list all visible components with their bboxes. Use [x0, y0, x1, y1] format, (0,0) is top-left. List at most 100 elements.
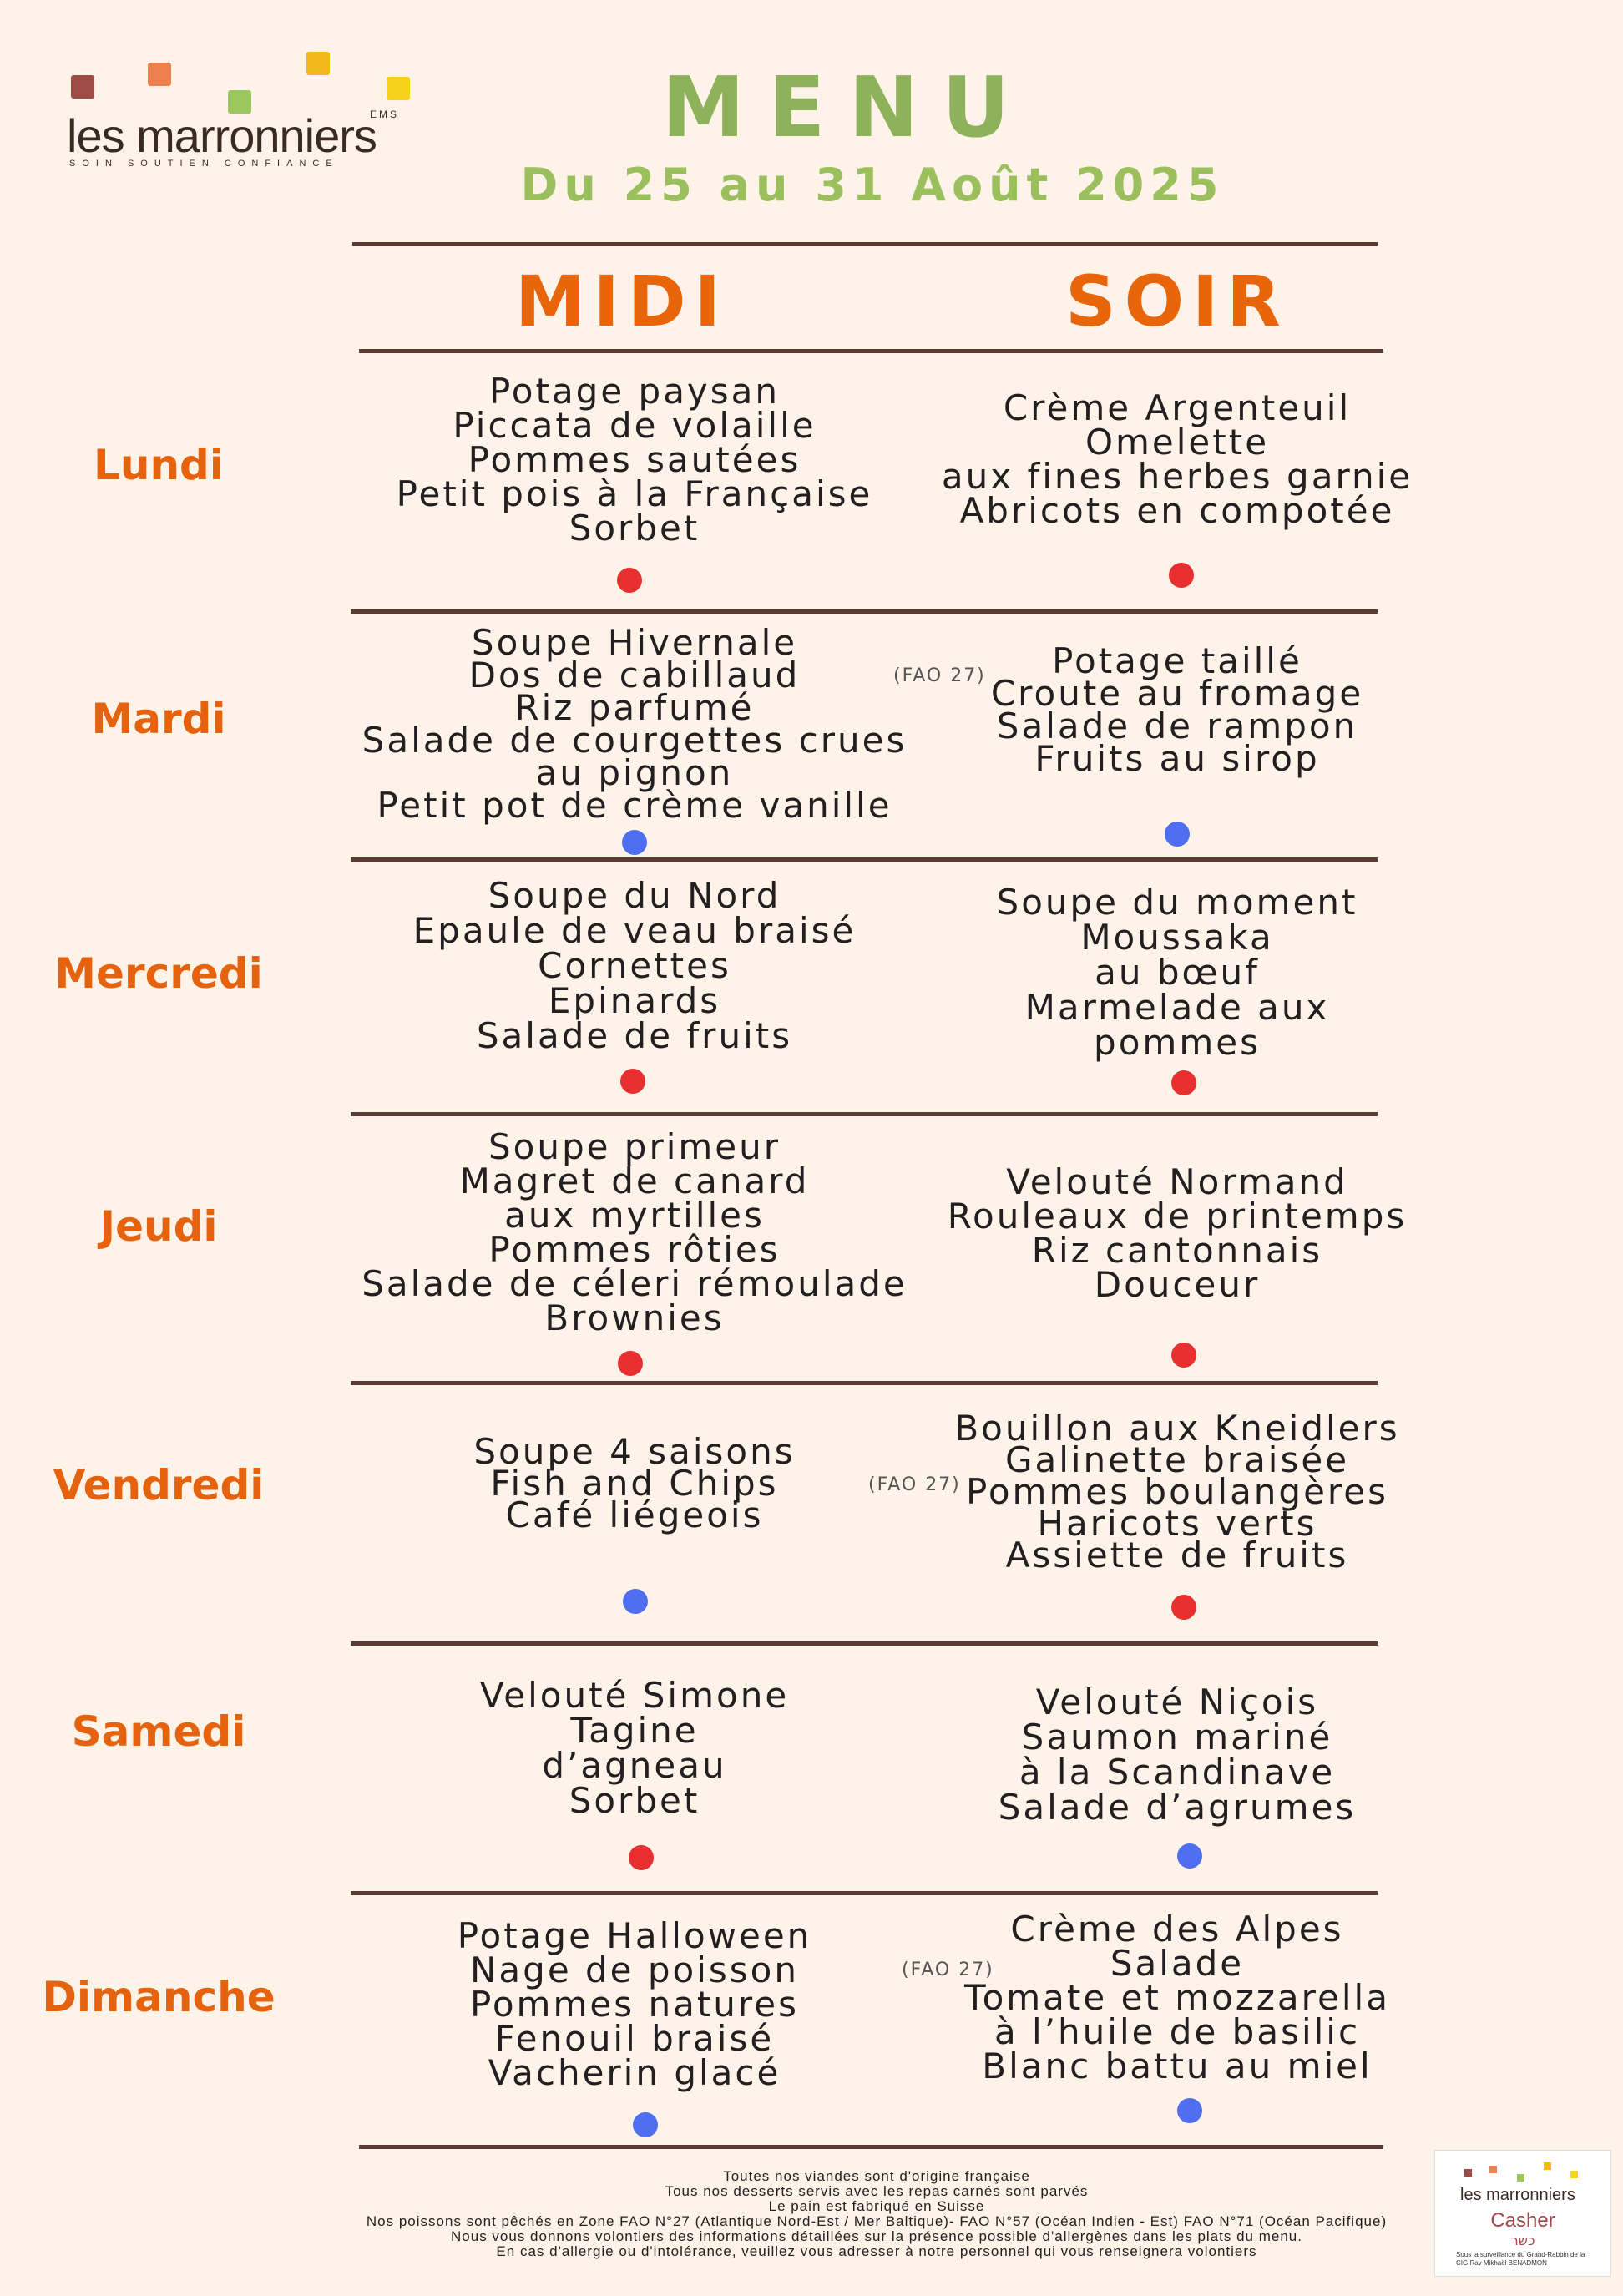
menu-item: Sorbet: [569, 1780, 700, 1821]
menu-item: Petit pois à la Française: [396, 473, 873, 514]
menu-item: Velouté Normand: [1006, 1161, 1348, 1202]
menu-item: Fenouil braisé: [494, 2018, 775, 2059]
menu-item: Sorbet: [569, 508, 700, 549]
menu-item: Tomate et mozzarella: [964, 1977, 1390, 2018]
menu-item: Fruits au sirop: [1034, 738, 1320, 779]
meal-indicator-dot: [633, 2112, 658, 2137]
meal-indicator-dot: [623, 1589, 648, 1614]
menu-item: Pommes rôties: [488, 1229, 781, 1270]
menu-item: Haricots verts: [1037, 1503, 1317, 1544]
meal-indicator-dot: [1177, 2098, 1202, 2123]
footer-line: Nous vous donnons volontiers des informa…: [451, 2228, 1302, 2244]
footer-line: Toutes nos viandes sont d'origine frança…: [723, 2168, 1030, 2184]
menu-item: Dos de cabillaud: [468, 655, 801, 695]
badge-square: [1464, 2169, 1472, 2177]
menu-item: Brownies: [544, 1297, 725, 1338]
meal-indicator-dot: [1171, 1070, 1196, 1095]
menu-item: aux fines herbes garnie: [941, 456, 1413, 497]
menu-item: d’agneau: [542, 1745, 727, 1786]
menu-item: Marmelade aux: [1024, 987, 1330, 1028]
menu-item: Soupe du moment: [996, 882, 1358, 923]
badge-note: Sous la surveillance du Grand-Rabbin de …: [1456, 2251, 1585, 2267]
badge-square: [1489, 2166, 1497, 2173]
day-label: Dimanche: [42, 1973, 276, 2021]
menu-item: Tagine: [570, 1710, 699, 1751]
menu-item: au bœuf: [1095, 952, 1260, 993]
meal-indicator-dot: [1169, 563, 1194, 588]
logo-ems: EMS: [370, 109, 400, 120]
menu-item: Croute au fromage: [990, 673, 1364, 714]
menu-item: Epaule de veau braisé: [412, 910, 857, 951]
divider: [359, 349, 1383, 353]
divider: [351, 857, 1378, 862]
meal-indicator-dot: [617, 568, 642, 593]
menu-title: MENU: [661, 58, 1034, 156]
menu-item: Douceur: [1094, 1264, 1261, 1305]
menu-item: Salade: [1110, 1943, 1245, 1984]
footer-line: En cas d'allergie ou d'intolérance, veui…: [496, 2243, 1257, 2259]
meal-indicator-dot: [622, 830, 647, 855]
menu-item: Soupe du Nord: [488, 875, 781, 916]
day-label: Mardi: [91, 695, 226, 743]
logo-square-3: [228, 90, 251, 114]
fao-note: (FAO 27): [902, 1960, 994, 1980]
divider: [351, 1641, 1378, 1646]
menu-item: Abricots en compotée: [959, 490, 1395, 531]
divider: [359, 2145, 1383, 2149]
footer-line: Nos poissons sont pêchés en Zone FAO N°2…: [366, 2213, 1388, 2229]
menu-item: Petit pot de crème vanille: [377, 785, 892, 826]
menu-item: Epinards: [548, 980, 721, 1021]
badge-name: les marronniers: [1460, 2186, 1575, 2204]
menu-item: Assiette de fruits: [1005, 1535, 1349, 1575]
menu-item: Cornettes: [538, 945, 731, 986]
menu-item: Piccata de volaille: [453, 405, 817, 446]
meal-indicator-dot: [629, 1845, 654, 1870]
day-label: Samedi: [71, 1707, 246, 1756]
menu-item: Velouté Niçois: [1035, 1682, 1319, 1722]
column-header-soir: SOIR: [1065, 260, 1289, 342]
meal-indicator-dot: [620, 1069, 645, 1094]
fao-note: (FAO 27): [893, 665, 986, 686]
badge-square: [1570, 2171, 1578, 2178]
menu-item: Salade de fruits: [476, 1015, 793, 1056]
meal-indicator-dot: [1165, 822, 1190, 847]
menu-item: à l’huile de basilic: [994, 2011, 1361, 2052]
logo-square-5: [387, 77, 410, 100]
badge-square: [1544, 2162, 1551, 2170]
menu-item: Salade de courgettes crues: [362, 720, 908, 761]
menu-item: Bouillon aux Kneidlers: [954, 1408, 1400, 1449]
divider: [352, 242, 1378, 246]
logo: les marronniers EMS SOIN SOUTIEN CONFIAN…: [63, 50, 422, 175]
column-header-midi: MIDI: [515, 260, 729, 342]
menu-item: Soupe 4 saisons: [473, 1431, 796, 1472]
menu-item: à la Scandinave: [1019, 1752, 1336, 1793]
menu-item: Crème Argenteuil: [1003, 387, 1352, 428]
divider: [351, 609, 1378, 614]
footer-notes: Toutes nos viandes sont d'origine frança…: [250, 2169, 1503, 2259]
menu-item: pommes: [1094, 1022, 1261, 1063]
menu-item: Moussaka: [1080, 917, 1274, 958]
day-label: Mercredi: [54, 949, 263, 998]
menu-item: Blanc battu au miel: [982, 2046, 1373, 2086]
menu-item: aux myrtilles: [504, 1195, 765, 1236]
logo-square-4: [306, 52, 330, 75]
menu-item: Velouté Simone: [479, 1675, 790, 1716]
menu-item: Salade de céleri rémoulade: [362, 1263, 908, 1304]
divider: [351, 1891, 1378, 1895]
meal-indicator-dot: [1171, 1595, 1196, 1620]
menu-item: Pommes boulangères: [966, 1471, 1388, 1512]
divider: [351, 1112, 1378, 1116]
fao-note: (FAO 27): [868, 1474, 961, 1495]
menu-item: Magret de canard: [459, 1161, 810, 1201]
menu-item: Nage de poisson: [470, 1950, 799, 1990]
casher-badge: les marronniers Casher כשר Sous la surve…: [1434, 2150, 1611, 2277]
menu-item: Omelette: [1085, 422, 1270, 463]
